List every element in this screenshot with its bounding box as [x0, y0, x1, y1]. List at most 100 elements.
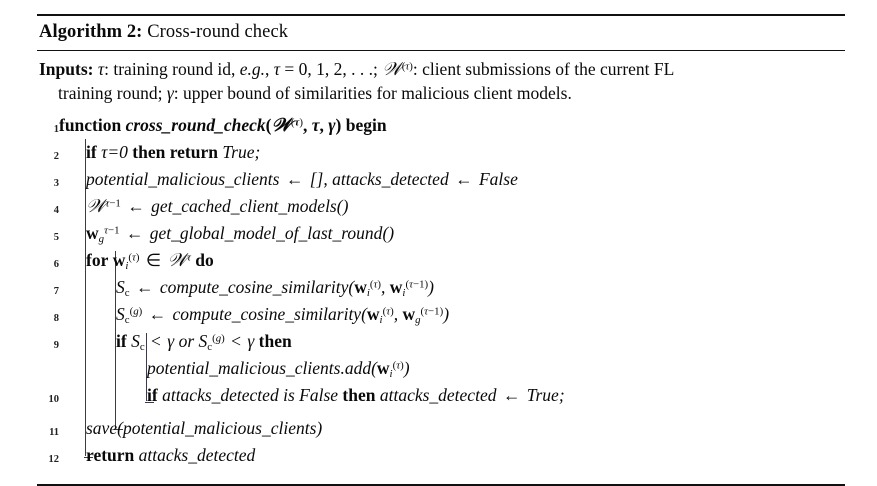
line-number: 5	[53, 232, 59, 244]
line-number	[37, 356, 59, 367]
symbol-gets: ←	[148, 304, 167, 325]
code-line: 5 wgτ−1 ← get_global_model_of_last_round…	[37, 221, 845, 248]
var-s-c-g: Sc(g)	[198, 331, 225, 354]
kw-then: then	[132, 142, 166, 163]
line-number: 7	[53, 286, 59, 298]
code-statement: Sc ← compute_cosine_similarity(wi(τ), wi…	[116, 277, 434, 300]
code-statement: potential_malicious_clients ← [], attack…	[86, 169, 518, 190]
symbol-cal-w: 𝒲	[271, 115, 291, 137]
symbol-tau: τ	[373, 278, 378, 291]
code-line: potential_malicious_clients.add(wi(τ))	[37, 356, 845, 383]
id-compute-cosine-similarity: compute_cosine_similarity	[159, 277, 349, 298]
kw-is: is	[283, 385, 295, 406]
var-s-c: Sc	[131, 331, 145, 354]
algorithm-title: Cross-round check	[147, 22, 289, 42]
kw-function: function	[59, 115, 122, 136]
inputs-text-1: : training round id,	[104, 58, 240, 79]
code-line: 4 𝒲τ−1 ← get_cached_client_models()	[37, 194, 845, 221]
symbol-gamma: γ	[328, 115, 336, 136]
inputs-text-2: ,	[265, 58, 274, 79]
symbol-gets: ←	[135, 277, 154, 298]
symbol-tau: τ	[105, 197, 110, 210]
code-line: 8 Sc(g) ← compute_cosine_similarity(wi(τ…	[37, 302, 845, 329]
line-number: 10	[48, 394, 60, 406]
symbol-gets: ←	[502, 385, 521, 406]
id-attacks-detected: attacks_detected	[332, 169, 449, 190]
line-number: 6	[53, 259, 59, 271]
line-number: 12	[48, 454, 60, 466]
code-statement: 𝒲τ−1 ← get_cached_client_models()	[86, 196, 349, 218]
symbol-gets: ←	[455, 169, 473, 190]
symbol-gets: ←	[285, 169, 304, 190]
symbol-tau: τ	[294, 116, 300, 129]
var-s-c: Sc	[116, 277, 130, 300]
id-save: save	[86, 418, 118, 439]
code-statement: save(potential_malicious_clients)	[86, 418, 323, 439]
symbol-gamma: γ	[166, 82, 174, 103]
id-potential-malicious-clients: potential_malicious_clients	[147, 358, 341, 379]
id-add: add	[344, 358, 372, 379]
inputs-text-5: : upper bound of similarities for malici…	[173, 82, 572, 103]
var-s-c-g: Sc(g)	[116, 304, 143, 327]
symbol-tau: τ	[311, 115, 320, 136]
literal-false: False	[299, 385, 339, 406]
kw-if: if	[147, 385, 158, 406]
inputs-tau-values: = 0, 1, 2, . . .;	[280, 58, 383, 79]
symbol-tau: τ	[186, 251, 191, 264]
symbol-tau: τ	[101, 142, 108, 163]
symbol-lt: <	[151, 331, 161, 352]
kw-or: or	[178, 331, 195, 352]
inputs-second-line: training round; γ: upper bound of simila…	[39, 82, 843, 105]
symbol-tau: τ	[97, 58, 105, 79]
code-line: 7 Sc ← compute_cosine_similarity(wi(τ), …	[37, 275, 845, 302]
code-line: 12 return attacks_detected	[37, 443, 845, 470]
code-line: 10 if attacks_detected is False then att…	[37, 383, 845, 410]
kw-do: do	[195, 250, 214, 271]
symbol-tau: τ	[396, 359, 401, 372]
id-attacks-detected: attacks_detected	[138, 445, 256, 466]
code-statement: if τ=0 then return True;	[86, 142, 261, 163]
id-attacks-detected: attacks_detected	[379, 385, 497, 406]
symbol-cal-w: 𝒲	[86, 196, 106, 218]
literal-false: False	[478, 169, 518, 190]
kw-if: if	[86, 142, 97, 163]
rule-bottom	[37, 484, 845, 486]
kw-then: then	[342, 385, 376, 406]
inputs-text-3: : client submissions of the current FL	[412, 58, 675, 79]
literal-true: True	[526, 385, 559, 406]
symbol-gamma: γ	[167, 331, 175, 352]
symbol-cal-w: 𝒲	[382, 58, 402, 80]
id-potential-malicious-clients: potential_malicious_clients	[86, 169, 280, 190]
inputs-text-4: training round;	[58, 82, 167, 103]
id-get-cached-client-models: get_cached_client_models	[151, 196, 337, 217]
code-statement: potential_malicious_clients.add(wi(τ))	[147, 358, 410, 381]
symbol-in: ∈	[145, 250, 162, 271]
line-number: 11	[49, 427, 59, 439]
rule-top	[37, 14, 845, 16]
id-cross-round-check: cross_round_check	[125, 115, 266, 136]
id-potential-malicious-clients: potential_malicious_clients	[122, 418, 317, 439]
symbol-tau: τ	[424, 305, 429, 318]
literal-empty-list: []	[309, 169, 324, 190]
symbol-tau: τ	[409, 278, 413, 291]
id-attacks-detected: attacks_detected	[162, 385, 279, 406]
kw-begin: begin	[345, 115, 387, 136]
algorithm-code: 1 function cross_round_check(𝒲(τ), τ, γ)…	[37, 109, 845, 470]
code-statement: Sc(g) ← compute_cosine_similarity(wi(τ),…	[116, 304, 450, 327]
code-line: 1 function cross_round_check(𝒲(τ), τ, γ)…	[37, 113, 845, 140]
line-number: 4	[53, 205, 59, 217]
algorithm-inputs: Inputs: τ: training round id, e.g., τ = …	[37, 51, 845, 110]
symbol-gets: ←	[125, 223, 144, 244]
literal-true: True	[222, 142, 255, 163]
id-get-global-model-of-last-round: get_global_model_of_last_round	[149, 223, 383, 244]
code-statement: if attacks_detected is False then attack…	[147, 385, 565, 406]
line-number: 9	[53, 340, 59, 352]
kw-return: return	[169, 142, 218, 163]
algorithm-block: Algorithm 2: Cross-round check Inputs: τ…	[37, 14, 845, 486]
code-statement: function cross_round_check(𝒲(τ), τ, γ) b…	[59, 115, 387, 137]
symbol-tau: τ	[386, 305, 391, 318]
code-statement: return attacks_detected	[59, 443, 845, 468]
code-statement: if Sc < γ or Sc(g) < γ then	[59, 329, 845, 354]
code-line: 3 potential_malicious_clients ← [], atta…	[37, 167, 845, 194]
line-number: 2	[53, 151, 59, 163]
